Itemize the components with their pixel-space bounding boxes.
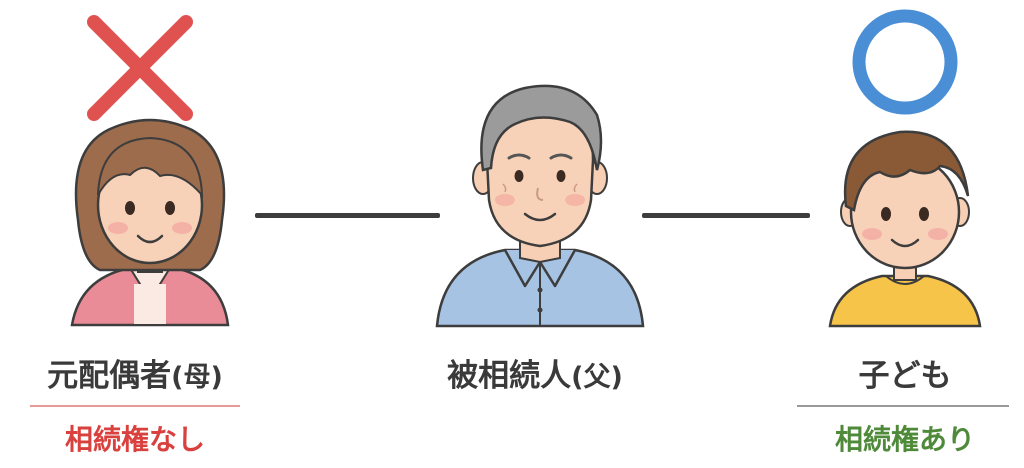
mother-name-label: 元配偶者(母)	[20, 350, 250, 394]
mother-figure	[60, 0, 250, 340]
mother-illustration	[70, 15, 230, 327]
father-illustration	[435, 84, 645, 328]
mother-status-label: 相続権なし	[64, 423, 205, 456]
father-name: 被相続人	[447, 358, 572, 394]
mother-name: 元配偶者	[47, 358, 172, 394]
father-name-label: 被相続人(父)	[395, 350, 675, 394]
circle-mark-icon	[852, 9, 958, 115]
cross-mark-icon	[87, 15, 193, 121]
child-name-label: 子ども	[790, 350, 1020, 394]
child-illustration	[828, 9, 982, 328]
father-figure	[425, 0, 655, 340]
child-underline	[797, 405, 1009, 407]
child-name: 子ども	[858, 358, 952, 394]
connector-line-left	[255, 213, 440, 218]
mother-underline	[30, 405, 240, 407]
father-relation: (父)	[571, 362, 623, 393]
connector-line-right	[642, 213, 810, 218]
child-figure	[810, 0, 1000, 340]
child-status-label: 相続権あり	[834, 423, 975, 456]
mother-relation: (母)	[171, 362, 223, 393]
